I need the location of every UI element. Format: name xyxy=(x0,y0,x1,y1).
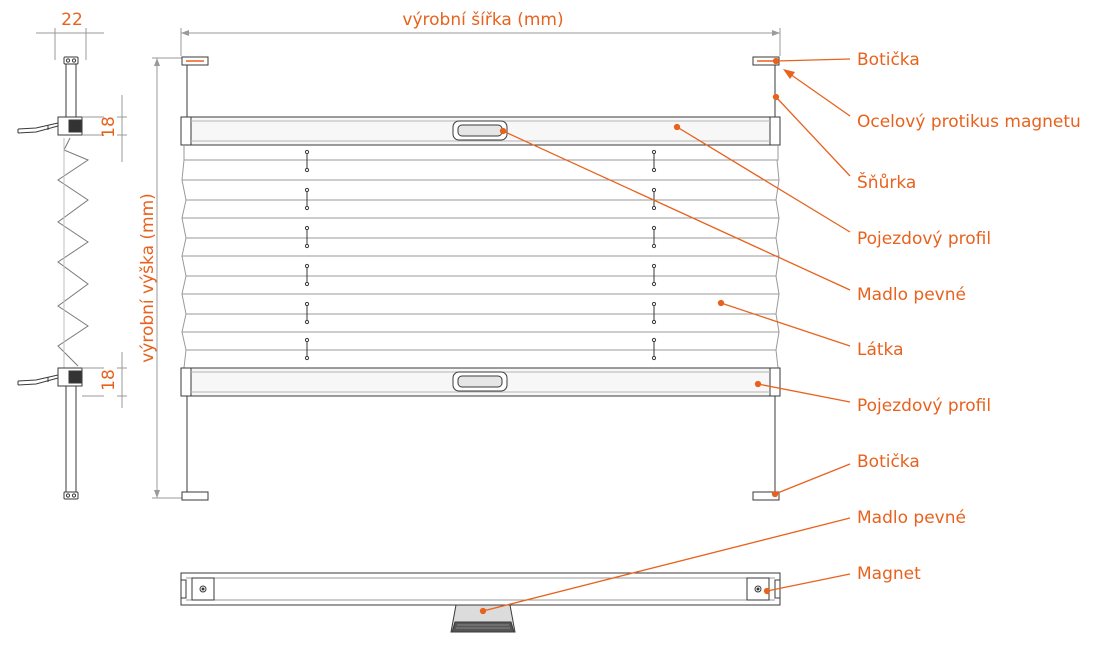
boticka-bracket-icon xyxy=(181,491,209,501)
top-gap-label: 18 xyxy=(99,116,119,138)
width-dimension-label: výrobní šířka (mm) xyxy=(402,10,563,30)
cord-tension-icon xyxy=(651,149,657,361)
height-dimension-label: výrobní výška (mm) xyxy=(138,193,158,363)
callout-boticka-top: Botička xyxy=(857,50,920,70)
callout-profile-top: Pojezdový profil xyxy=(857,229,991,249)
handle-icon xyxy=(450,604,516,633)
cord-tension-icon xyxy=(304,149,310,361)
boticka-bracket-icon xyxy=(181,56,209,66)
front-view xyxy=(152,28,781,501)
bottom-gap-label: 18 xyxy=(99,369,119,391)
callout-profile-bottom: Pojezdový profil xyxy=(857,396,991,416)
side-view xyxy=(17,28,127,500)
bottom-view xyxy=(180,572,781,633)
handle-icon xyxy=(452,120,508,141)
handle-icon xyxy=(452,371,508,392)
callout-cord: Šňůrka xyxy=(857,171,916,193)
callout-leaders xyxy=(479,57,851,615)
callout-magnet-counterpart: Ocelový protikus magnetu xyxy=(857,112,1081,132)
callout-fabric: Látka xyxy=(857,340,904,360)
callout-magnet: Magnet xyxy=(857,564,921,584)
callout-handle-top: Madlo pevné xyxy=(857,285,966,305)
magnet-icon xyxy=(191,577,215,601)
boticka-bracket-icon xyxy=(752,491,780,501)
side-width-label: 22 xyxy=(61,10,83,30)
callout-boticka-bottom: Botička xyxy=(857,452,920,472)
callout-handle-bottom: Madlo pevné xyxy=(857,508,966,528)
